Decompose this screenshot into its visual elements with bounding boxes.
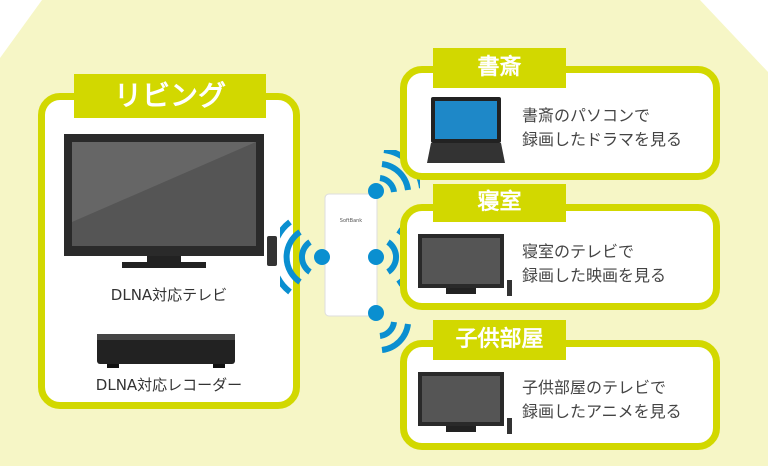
tv-icon bbox=[64, 134, 277, 268]
study-label: 書斎 bbox=[433, 48, 566, 88]
kids-room-label: 子供部屋 bbox=[433, 320, 566, 360]
laptop-icon bbox=[427, 97, 505, 163]
tv-caption: DLNA対応テレビ bbox=[110, 286, 228, 304]
kids-room-description: 子供部屋のテレビで 録画したアニメを見る bbox=[522, 378, 682, 421]
router-brand: SoftBank bbox=[340, 218, 363, 224]
bedroom-label: 寝室 bbox=[433, 184, 566, 222]
living-room-label: リビング bbox=[74, 74, 266, 118]
bedroom-description: 寝室のテレビで 録画した映画を見る bbox=[522, 242, 667, 285]
kids-room-tv-icon bbox=[418, 372, 512, 434]
bedroom-tv-icon bbox=[418, 234, 512, 296]
recorder-caption: DLNA対応レコーダー bbox=[95, 376, 243, 394]
router-with-waves: SoftBank bbox=[280, 150, 420, 353]
recorder-icon bbox=[97, 334, 235, 368]
study-description: 書斎のパソコンで 録画したドラマを見る bbox=[522, 106, 683, 149]
